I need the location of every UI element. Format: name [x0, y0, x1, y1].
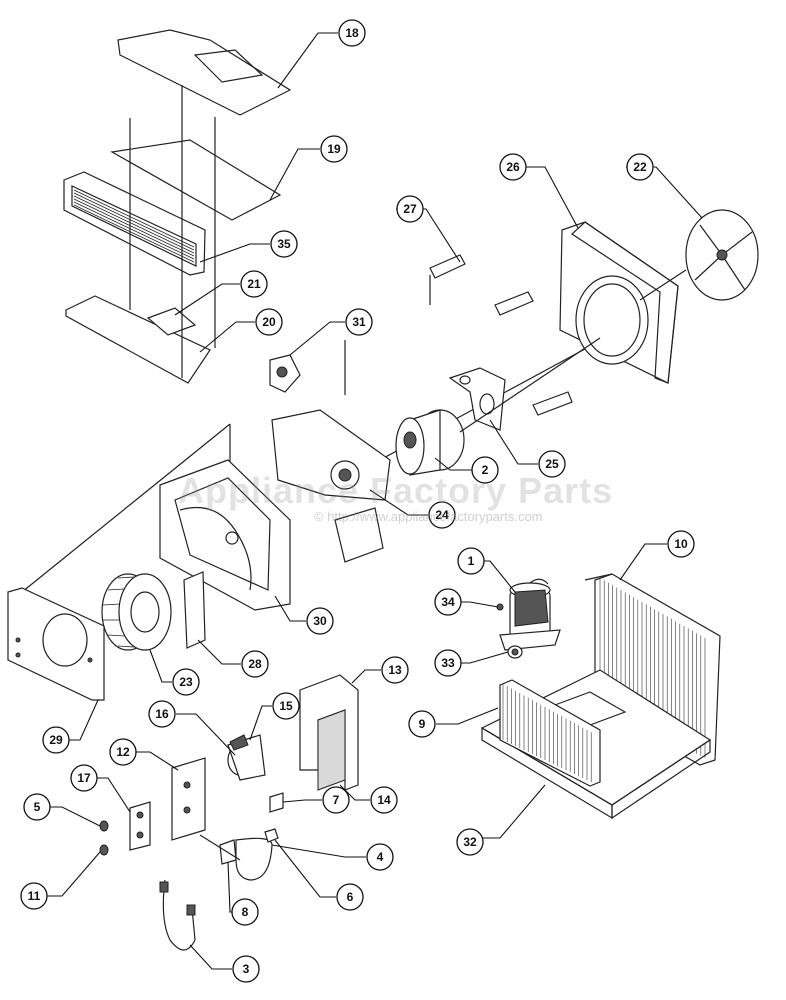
callout-9: 9 — [408, 710, 436, 738]
svg-text:10: 10 — [674, 537, 688, 551]
relay-part — [269, 792, 284, 813]
callout-32: 32 — [456, 828, 484, 856]
capacitor-part — [227, 734, 266, 781]
watermark-title: Appliance Factory Parts — [178, 470, 614, 511]
grommet-part — [507, 645, 523, 659]
callout-1: 1 — [457, 547, 485, 575]
callout-23: 23 — [172, 668, 200, 696]
svg-text:13: 13 — [388, 663, 402, 677]
callout-3: 3 — [232, 955, 260, 983]
callout-14: 14 — [370, 786, 398, 814]
callout-35: 35 — [270, 230, 298, 258]
callout-30: 30 — [306, 607, 334, 635]
callout-5: 5 — [23, 793, 51, 821]
callout-4: 4 — [366, 843, 394, 871]
svg-text:35: 35 — [277, 237, 291, 251]
svg-text:27: 27 — [403, 202, 417, 216]
knob-parts — [99, 820, 109, 856]
thermostat-part — [199, 834, 241, 865]
callout-33: 33 — [434, 649, 462, 677]
control-panel-part — [171, 757, 206, 841]
svg-text:20: 20 — [262, 315, 276, 329]
svg-text:29: 29 — [49, 733, 63, 747]
callout-15: 15 — [272, 692, 300, 720]
condenser-shroud-part — [559, 221, 679, 384]
blower-housing-part — [159, 459, 291, 611]
foam-block-parts — [429, 254, 573, 416]
svg-text:15: 15 — [279, 699, 293, 713]
callout-18: 18 — [338, 19, 366, 47]
callout-11: 11 — [20, 882, 48, 910]
svg-text:8: 8 — [242, 905, 249, 919]
svg-text:28: 28 — [248, 657, 262, 671]
callout-24: 24 — [428, 501, 456, 529]
condenser-fan-part — [639, 209, 759, 301]
svg-text:18: 18 — [345, 26, 359, 40]
callout-25: 25 — [538, 450, 566, 478]
svg-text:34: 34 — [441, 595, 455, 609]
drain-tray-part — [65, 295, 211, 384]
svg-text:3: 3 — [243, 962, 250, 976]
harness-cover-part — [235, 828, 279, 881]
top-cover-part — [117, 29, 292, 116]
svg-text:32: 32 — [463, 835, 477, 849]
callout-10: 10 — [667, 530, 695, 558]
callout-29: 29 — [42, 726, 70, 754]
svg-text:19: 19 — [327, 142, 341, 156]
callout-34: 34 — [434, 588, 462, 616]
callout-21: 21 — [240, 270, 268, 298]
front-grille-part — [63, 171, 206, 276]
switch-plate-part — [129, 801, 151, 851]
svg-text:6: 6 — [347, 890, 354, 904]
svg-text:5: 5 — [34, 800, 41, 814]
divider-panel-part — [183, 571, 206, 649]
power-cord-part — [159, 879, 196, 951]
callout-31: 31 — [345, 308, 373, 336]
motor-bracket-part — [448, 367, 506, 431]
svg-text:7: 7 — [333, 793, 340, 807]
svg-text:2: 2 — [482, 463, 489, 477]
svg-text:22: 22 — [633, 160, 647, 174]
svg-text:16: 16 — [155, 707, 169, 721]
svg-text:33: 33 — [441, 656, 455, 670]
svg-text:23: 23 — [179, 675, 193, 689]
callout-6: 6 — [336, 883, 364, 911]
callout-7: 7 — [322, 786, 350, 814]
compressor-part — [496, 578, 561, 651]
svg-text:26: 26 — [506, 160, 520, 174]
callout-20: 20 — [255, 308, 283, 336]
svg-text:17: 17 — [77, 771, 91, 785]
svg-text:12: 12 — [116, 745, 130, 759]
callout-19: 19 — [320, 135, 348, 163]
svg-text:30: 30 — [313, 614, 327, 628]
front-bulkhead-part — [7, 587, 105, 701]
callout-13: 13 — [381, 656, 409, 684]
panel-part — [110, 139, 282, 221]
mounting-plate-part — [269, 354, 391, 563]
callout-22: 22 — [626, 153, 654, 181]
watermark-url: © http://www.appliancefactoryparts.com — [314, 509, 543, 524]
svg-text:9: 9 — [419, 717, 426, 731]
evaporator-coil-part — [499, 679, 601, 787]
fan-motor-part — [395, 337, 601, 476]
callout-26: 26 — [499, 153, 527, 181]
svg-text:24: 24 — [435, 508, 449, 522]
svg-text:14: 14 — [377, 793, 391, 807]
svg-text:21: 21 — [247, 277, 261, 291]
svg-text:1: 1 — [468, 554, 475, 568]
callout-8: 8 — [231, 898, 259, 926]
control-box-bracket-part — [299, 674, 359, 791]
callout-2: 2 — [471, 456, 499, 484]
callout-12: 12 — [109, 738, 137, 766]
callout-17: 17 — [70, 764, 98, 792]
svg-text:11: 11 — [28, 889, 41, 903]
blower-wheel-part — [101, 573, 172, 651]
callout-28: 28 — [241, 650, 269, 678]
callout-16: 16 — [148, 700, 176, 728]
svg-text:25: 25 — [545, 457, 559, 471]
callout-27: 27 — [396, 195, 424, 223]
svg-text:31: 31 — [352, 315, 366, 329]
svg-text:4: 4 — [377, 850, 384, 864]
